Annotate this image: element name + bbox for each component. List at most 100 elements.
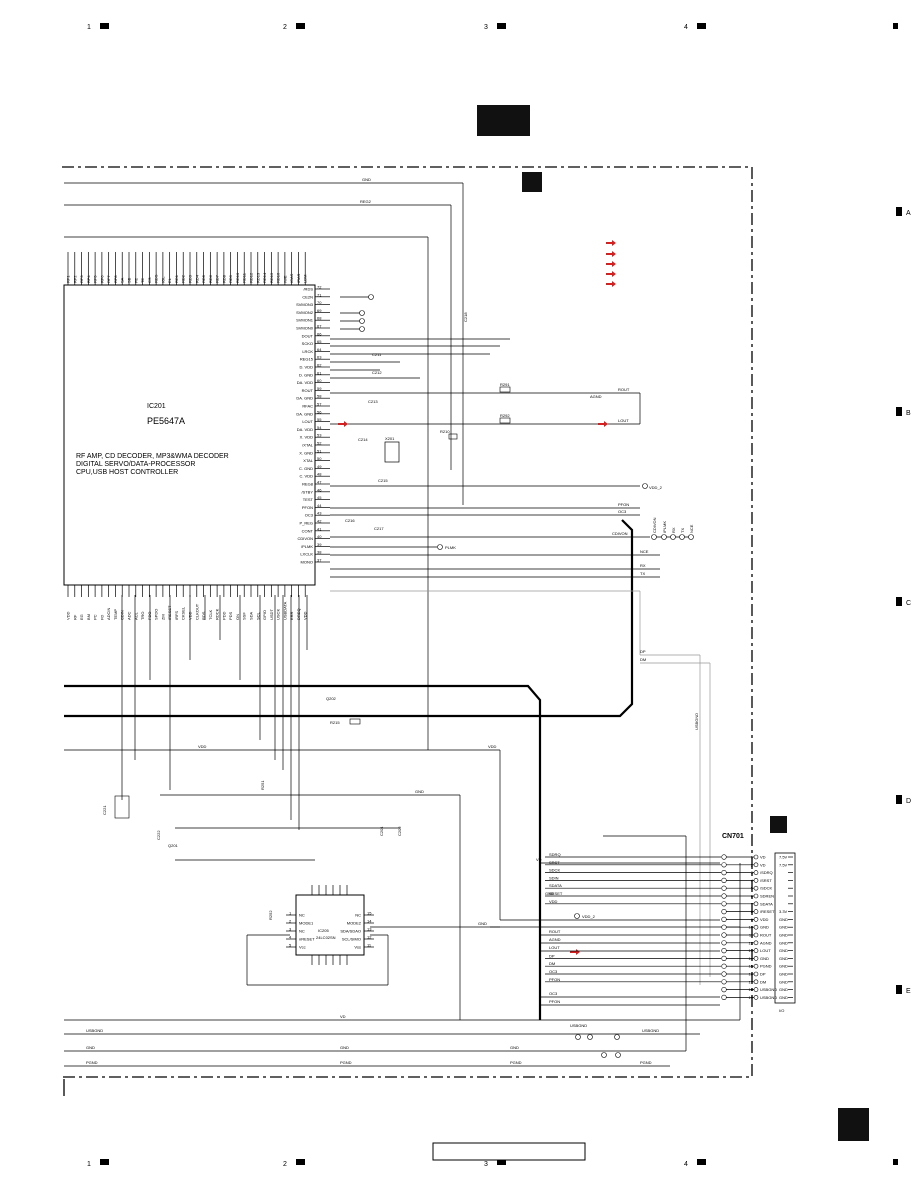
ic201-pin-name: C. VDD xyxy=(299,474,313,479)
ic201-pin-name: ROUT xyxy=(302,388,314,393)
cn701-pin-name: SDREN xyxy=(760,894,774,899)
ic201-top-pin-name: TE xyxy=(140,278,145,283)
ic201-top-pin-name: RD3 xyxy=(188,274,193,283)
ic205-pin-name: Vcc xyxy=(299,945,306,950)
ic201-pin-name: XTAL xyxy=(303,458,313,463)
cn701-pin-terminal xyxy=(721,885,727,891)
ic205-pin-num: 11 xyxy=(367,943,372,948)
cn701-pin-terminal xyxy=(721,971,727,977)
cn701-plug-label: GND xyxy=(779,972,788,977)
ic201-pin-name: LOUT xyxy=(302,419,313,424)
ic201-bottom-pin-name: RF xyxy=(72,614,77,620)
cn701-pin-num: 11 xyxy=(749,933,754,938)
ic201-pin-num: 72 xyxy=(317,285,322,290)
cn701-pin-name: AGND xyxy=(760,940,772,945)
ic201-desc-3: CPU,USB HOST CONTROLLER xyxy=(76,469,178,476)
net-gnd-mid: GND xyxy=(415,789,424,794)
ic201-pin-num: 37 xyxy=(317,558,322,563)
net-gnd-cn: GND xyxy=(478,921,487,926)
ic205-pin-num: 1 xyxy=(289,911,292,916)
net-pgnd-right: PGND xyxy=(510,1060,522,1065)
ic201-bottom-pin-name: CLKOUT xyxy=(194,603,199,620)
net-pfon-cn: PFON xyxy=(549,999,560,1004)
cn701-pin-name: USBGND xyxy=(760,987,777,992)
cn701-pin-pad xyxy=(753,878,759,883)
cn701-net-label: PFON xyxy=(549,977,560,982)
ic201-pin-name: DA. VDD xyxy=(297,427,313,432)
ic201-body xyxy=(63,284,316,586)
ic201-passives: R291 R292 R210 R215 X201 C211 C212 C213 … xyxy=(330,294,510,725)
c-top-2: C213 xyxy=(368,399,378,404)
ic201-bottom-pin-name: ON xyxy=(235,614,240,620)
cn701-plug-label: GND xyxy=(779,925,788,930)
ic201-top-pin-name: RD15 xyxy=(269,272,274,283)
net-tx: TX xyxy=(640,571,645,576)
ic201-pin-num: 44 xyxy=(317,503,322,508)
ic205-pin-num: 12 xyxy=(367,935,372,940)
cn701-plug-label: 7.5V xyxy=(779,855,788,860)
ic205-pin-num: 15 xyxy=(367,911,372,916)
net-vdd2-cn: VDD_2 xyxy=(582,914,596,919)
ic201-bottom-pin-name: USCK xyxy=(276,609,281,620)
ic201: IC201 PE5647A RF AMP, CD DECODER, MP3&WM… xyxy=(63,252,330,620)
ic205: IC205 24LC02SN NC1MODE12NC3nRESET4Vcc5NC… xyxy=(246,885,500,986)
cn701-pin-terminal xyxy=(721,947,727,954)
cn701-pin-name: PGND xyxy=(760,964,772,969)
ic201-top-pin-name: RD11 xyxy=(242,272,247,283)
misc-5: C202 xyxy=(397,826,402,836)
signal-arrows xyxy=(338,240,616,955)
ic201-pin-num: 63 xyxy=(317,355,322,360)
ic201-bottom-pin-name: PDD xyxy=(221,611,226,620)
ic201-bottom-pin-name: VDD xyxy=(303,611,308,620)
cn701-pin-num: 15 xyxy=(749,964,754,969)
ic201-ref: IC201 xyxy=(147,403,166,410)
ic201-pin-name: CE2N xyxy=(302,294,313,299)
ic201-top-pin-name: RD12 xyxy=(249,272,254,283)
cn701-pin-num: 9 xyxy=(751,917,754,922)
ic201-top-pin-name: RF2 xyxy=(72,275,77,283)
cn701-pin-pad xyxy=(753,971,759,977)
c-top-0: C211 xyxy=(372,352,382,357)
col-label-2-bottom: 2 xyxy=(283,1161,287,1168)
ic201-bottom-pin-name: CKSEL xyxy=(181,606,186,620)
page-corner-tag xyxy=(838,1108,869,1141)
net-plmk: PLMK xyxy=(445,545,456,550)
ic201-bottom-pin-name: GPIO xyxy=(262,610,267,620)
ic201-top-pin-name: RF5 xyxy=(93,275,98,283)
net-pfon: PFON xyxy=(618,502,629,507)
cn701-plug-label: GND xyxy=(779,995,788,1000)
ic201-pin-num: 41 xyxy=(317,526,322,531)
cn701-net-label: DM xyxy=(549,961,555,966)
cn701-pin-pad xyxy=(753,979,759,985)
col-label-2: 2 xyxy=(283,24,287,31)
net-agnd: AGND xyxy=(590,394,602,399)
ic201-pin-num: 62 xyxy=(317,363,322,368)
cn701-pin-name: LOUT xyxy=(760,948,771,953)
cn701-pin-terminal xyxy=(721,955,727,962)
col-label-3: 3 xyxy=(484,24,488,31)
cn701-area: VD GND VDD_2 ROUT AGND LOUT OC3 PFON SDR… xyxy=(478,833,796,1058)
red-arrow xyxy=(598,421,608,427)
ic201-bottom-pin-name: PC xyxy=(93,614,98,620)
ic201-bottom-pin-name: ZM xyxy=(160,614,165,620)
section-tag-b xyxy=(770,816,787,833)
cn701-plug-label: GND xyxy=(779,979,788,984)
cn701-plug-label: GND xyxy=(779,956,788,961)
ic201-top-pin-name: RD7 xyxy=(215,274,220,283)
cn701-pin-name: /SRST xyxy=(760,878,772,883)
cn701-pin-name: /SDRQ xyxy=(760,870,773,875)
ic201-bottom-pin-name: RDS xyxy=(201,611,206,620)
ic201-pin-num: 67 xyxy=(317,324,322,329)
ic205-pin-name: NC xyxy=(299,913,305,918)
c-top-4: C215 xyxy=(378,478,388,483)
net-gnd-bottom-mid: GND xyxy=(340,1045,349,1050)
ic201-pin-name: PFON xyxy=(302,505,313,510)
c-top-5: C216 xyxy=(345,518,355,523)
ic201-pin-name: REG15 xyxy=(300,357,314,362)
board-outline xyxy=(62,166,753,1078)
cn701-pin-name: ROUT xyxy=(760,933,772,938)
ic201-pin-num: 66 xyxy=(317,331,322,336)
cn701-pin-name: VDD xyxy=(760,917,769,922)
ic201-pin-num: 54 xyxy=(317,425,322,430)
